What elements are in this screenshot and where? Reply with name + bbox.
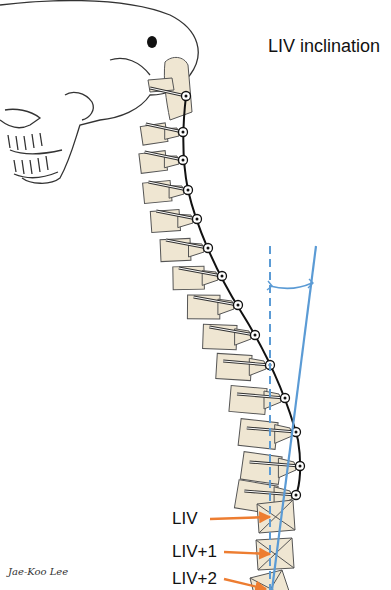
leader-arrows bbox=[210, 517, 270, 589]
inclination-line bbox=[272, 246, 316, 590]
vertebra-label: LIV+2 bbox=[172, 569, 217, 589]
signature: Jae-Koo Lee bbox=[8, 566, 68, 577]
lower-vertebrae bbox=[250, 500, 295, 590]
vertebrae bbox=[139, 123, 296, 514]
pedicle-screws bbox=[145, 88, 305, 500]
spinal-rod bbox=[183, 96, 300, 495]
angle-arc bbox=[270, 283, 312, 288]
vertebra-label: LIV+1 bbox=[172, 542, 217, 562]
ear-canal bbox=[147, 36, 157, 48]
vertical-reference bbox=[269, 246, 271, 590]
vertebra-label: LIV bbox=[172, 509, 198, 529]
angle-ticks bbox=[267, 279, 313, 290]
angle-label: LIV inclination bbox=[268, 36, 380, 57]
skull bbox=[0, 1, 198, 184]
